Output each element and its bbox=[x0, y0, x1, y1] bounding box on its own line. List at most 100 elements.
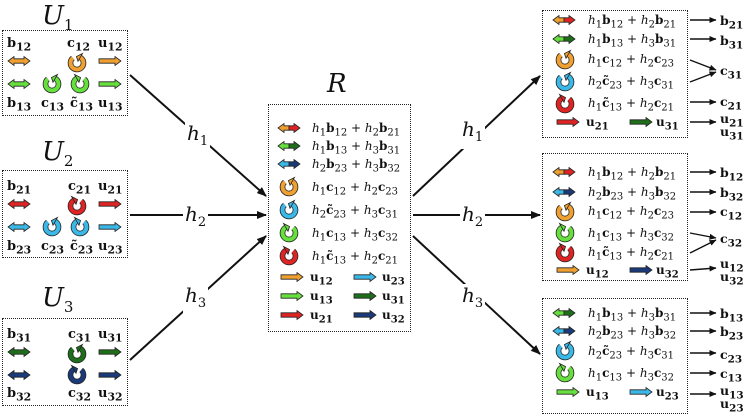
u2-label-b23: b23 bbox=[7, 239, 32, 257]
u1-label-c13: c13 bbox=[41, 96, 64, 114]
out2-result-u32: u32 bbox=[720, 269, 744, 288]
h-label-in-3: h3 bbox=[183, 284, 209, 315]
u1-arrow-b12 bbox=[7, 55, 31, 67]
out2-circ-4 bbox=[555, 222, 575, 243]
hub-arrow-u21 bbox=[280, 309, 304, 321]
hub-eq-4: h1c12 + h2c23 bbox=[312, 180, 398, 198]
out1-flow-c31b bbox=[689, 71, 717, 83]
u1-circ-c13 bbox=[42, 73, 62, 94]
out2-eq-1: h1b12 + h2b21 bbox=[588, 165, 677, 183]
out3-arrow-2 bbox=[552, 325, 576, 337]
hub-u-right-1: u23 bbox=[382, 270, 405, 288]
out2-circ-3 bbox=[555, 201, 575, 222]
out3-eq-3: h2c̃23 + h3c31 bbox=[588, 344, 674, 362]
hub-title: R bbox=[327, 69, 347, 99]
out1-eq-2: h1b13 + h3b31 bbox=[588, 32, 677, 50]
hub-arrow-1 bbox=[277, 122, 301, 134]
u1-label-b12: b12 bbox=[7, 36, 32, 54]
hub-u-right-2: u31 bbox=[382, 289, 405, 307]
out3-arrow-u23 bbox=[629, 386, 653, 398]
u2-circ-ct23 bbox=[70, 216, 90, 237]
out1-result-c21: c21 bbox=[720, 94, 743, 113]
source-box-u3 bbox=[2, 318, 128, 406]
hub-eq-3: h2b23 + h3b32 bbox=[312, 157, 401, 175]
out3-result-c13: c13 bbox=[720, 366, 743, 385]
u2-label-c21: c21 bbox=[68, 179, 91, 197]
hub-circ-4 bbox=[279, 176, 299, 197]
u1-arrow-b13 bbox=[7, 78, 31, 90]
out2-eq-5: h1c̃13 + h2c21 bbox=[588, 245, 674, 263]
hub-eq-7: h1c̃13 + h2c21 bbox=[312, 249, 398, 267]
hub-arrow-u31 bbox=[353, 290, 377, 302]
h-label-out-2: h2 bbox=[460, 203, 486, 234]
out2-arrow-1 bbox=[552, 166, 576, 178]
h-label-in-1: h1 bbox=[185, 122, 211, 153]
output-box-1 bbox=[542, 10, 688, 138]
u1-arrow-u12 bbox=[98, 55, 122, 67]
hub-arrow-u32 bbox=[353, 309, 377, 321]
out1-arrow-1 bbox=[552, 14, 576, 26]
u1-label-b13: b13 bbox=[7, 96, 32, 114]
u1-circ-ct13 bbox=[70, 73, 90, 94]
hub-circ-5 bbox=[279, 199, 299, 220]
u2-arrow-b21 bbox=[7, 198, 31, 210]
out3-arrow-u13 bbox=[556, 386, 580, 398]
out2-flow-u bbox=[689, 265, 717, 272]
out2-result-b12: b12 bbox=[720, 165, 744, 184]
hub-u-left-1: u12 bbox=[310, 270, 333, 288]
out1-flow-c31a bbox=[689, 59, 717, 71]
hub-arrow-3 bbox=[277, 158, 301, 170]
out1-arrow-2 bbox=[552, 33, 576, 45]
u1-arrow-u13 bbox=[98, 78, 122, 90]
u1-label-ct13: c̃13 bbox=[70, 96, 93, 114]
out3-result-c23: c23 bbox=[720, 347, 743, 366]
u3-label-b32: b32 bbox=[7, 386, 32, 404]
source-box-u1 bbox=[2, 30, 128, 116]
out2-u-right: u32 bbox=[656, 263, 679, 281]
out3-eq-2: h2b23 + h3b32 bbox=[588, 324, 677, 342]
out1-eq-3: h1c12 + h2c23 bbox=[588, 52, 674, 70]
out3-circ-4 bbox=[555, 362, 575, 383]
output-box-3 bbox=[542, 298, 688, 414]
out1-u-right: u31 bbox=[656, 115, 679, 133]
u2-label-u23: u23 bbox=[98, 239, 123, 257]
hub-u-left-2: u13 bbox=[310, 289, 333, 307]
out1-result-b21: b21 bbox=[720, 13, 744, 32]
u3-label-c31: c31 bbox=[68, 327, 91, 345]
u2-arrow-u23 bbox=[98, 221, 122, 233]
out3-eq-1: h1b13 + h3b31 bbox=[588, 306, 677, 324]
out1-result-u31: u31 bbox=[720, 124, 744, 143]
u3-label-u32: u32 bbox=[98, 386, 123, 404]
u3-arrow-b31 bbox=[7, 346, 31, 358]
u3-label-c32: c32 bbox=[68, 386, 91, 404]
u3-circ-c31 bbox=[67, 343, 87, 364]
out2-flow-c32b bbox=[689, 239, 717, 254]
out1-eq-4: h2c̃23 + h3c31 bbox=[588, 74, 674, 92]
out3-result-u23: u23 bbox=[720, 396, 744, 415]
out2-u-left: u12 bbox=[586, 263, 609, 281]
u2-label-ct23: c̃23 bbox=[70, 239, 93, 257]
out2-eq-3: h1c12 + h2c23 bbox=[588, 204, 674, 222]
out2-result-b32: b32 bbox=[720, 185, 744, 204]
hub-circ-7 bbox=[279, 245, 299, 266]
source-title-u3: U3 bbox=[42, 283, 74, 317]
u2-arrow-u21 bbox=[98, 198, 122, 210]
h-label-out-1: h1 bbox=[460, 118, 486, 149]
out2-result-u12: u12 bbox=[720, 256, 744, 275]
u1-label-u13: u13 bbox=[98, 96, 123, 114]
out3-result-b23: b23 bbox=[720, 324, 744, 343]
out2-eq-4: h1c13 + h3c32 bbox=[588, 226, 674, 244]
hub-u-right-3: u32 bbox=[382, 308, 405, 326]
out1-eq-5: h1c̃13 + h2c21 bbox=[588, 96, 674, 114]
u3-arrow-b32 bbox=[7, 369, 31, 381]
hub-arrow-u12 bbox=[280, 271, 304, 283]
out1-circ-5 bbox=[555, 93, 575, 114]
hub-arrow-2 bbox=[277, 140, 301, 152]
out2-arrow-u32 bbox=[629, 264, 653, 276]
out2-result-c32: c32 bbox=[720, 231, 743, 250]
u3-arrow-u32 bbox=[98, 369, 122, 381]
out3-u-left: u13 bbox=[586, 385, 609, 403]
u3-arrow-u31 bbox=[98, 346, 122, 358]
u2-circ-c21 bbox=[67, 195, 87, 216]
